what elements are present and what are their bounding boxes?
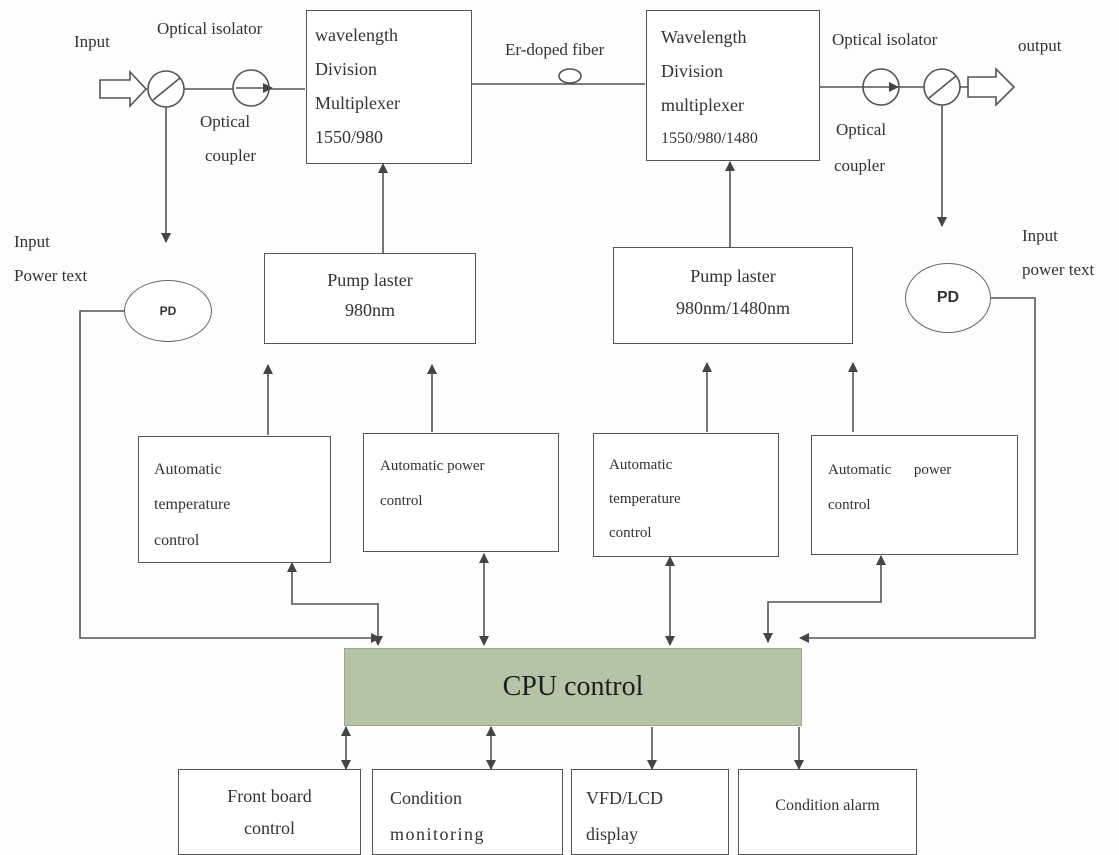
atc-right-line1: Automatic	[609, 457, 673, 473]
atc-right-line2: temperature	[609, 491, 681, 507]
atc-left-line1: Automatic	[154, 461, 222, 478]
front-board-line1: Front board	[227, 786, 312, 806]
atc-left-line3: control	[154, 532, 200, 549]
input-power-left-label-line1: Input	[14, 232, 50, 251]
input-power-right-label-line2: power text	[1022, 260, 1095, 279]
wdm-right-box: Wavelength Division multiplexer 1550/980…	[646, 10, 820, 161]
wdm-right-line3: multiplexer	[661, 95, 744, 115]
automatic-power-control-left-box: Automatic power control	[363, 433, 559, 552]
front-board-line2: control	[244, 818, 295, 838]
output-label: output	[1018, 36, 1062, 55]
optical-coupler-right-label-line1: Optical	[836, 120, 887, 139]
automatic-power-control-right-box: Automatic power control	[811, 435, 1018, 555]
wdm-left-line3: Multiplexer	[315, 93, 400, 113]
pump-laser-right-line1: Pump laster	[690, 266, 776, 286]
wdm-right-line2: Division	[661, 61, 724, 81]
cpu-control-box: CPU control	[344, 648, 802, 726]
pump-laser-right-box: Pump laster 980nm/1480nm	[613, 247, 853, 344]
er-doped-fiber-symbol	[558, 68, 582, 84]
input-arrow	[99, 69, 148, 109]
wdm-left-line4: 1550/980	[315, 127, 384, 147]
display-line1: VFD/LCD	[586, 788, 664, 808]
input-label: Input	[74, 32, 110, 51]
input-power-right-label-line1: Input	[1022, 226, 1058, 245]
optical-isolator-left-label: Optical isolator	[157, 19, 263, 38]
er-doped-fiber-label: Er-doped fiber	[505, 40, 605, 59]
wdm-right-line1: Wavelength	[661, 27, 747, 47]
condition-alarm-box: Condition alarm	[738, 769, 917, 855]
wdm-right-line4: 1550/980/1480	[661, 130, 758, 147]
pump-laser-left-box: Pump laster 980nm	[264, 253, 476, 344]
condition-monitoring-line1: Condition	[390, 788, 463, 808]
apc-right-line2: control	[828, 497, 871, 513]
wdm-left-line2: Division	[315, 59, 378, 79]
photodiode-left: PD	[124, 280, 212, 342]
apc-right-line1: Automatic power	[828, 462, 952, 478]
photodiode-right: PD	[905, 263, 991, 333]
wdm-left-line1: wavelength	[315, 25, 398, 45]
optical-coupler-left-label-line2: coupler	[205, 146, 256, 165]
apc-left-line2: control	[380, 493, 423, 509]
atc-right-line3: control	[609, 525, 652, 541]
display-line2: display	[586, 824, 638, 844]
optical-coupler-right-label-line2: coupler	[834, 156, 885, 175]
condition-alarm-label: Condition alarm	[775, 797, 880, 814]
wdm-left-box: wavelength Division Multiplexer 1550/980	[306, 10, 472, 164]
output-arrow	[967, 67, 1016, 107]
vfd-lcd-display-box: VFD/LCD display	[571, 769, 729, 855]
input-power-left-label-line2: Power text	[14, 266, 88, 285]
pump-laser-left-line2: 980nm	[344, 300, 395, 320]
optical-coupler-left-label-line1: Optical	[200, 112, 251, 131]
apc-left-line1: Automatic power	[380, 458, 485, 474]
optical-isolator-right-label: Optical isolator	[832, 30, 938, 49]
front-board-control-box: Front board control	[178, 769, 361, 855]
condition-monitoring-box: Condition monitoring	[372, 769, 563, 855]
automatic-temperature-control-left-box: Automatic temperature control	[138, 436, 331, 563]
condition-monitoring-line2: monitoring	[390, 824, 485, 844]
automatic-temperature-control-right-box: Automatic temperature control	[593, 433, 779, 557]
pump-laser-left-line1: Pump laster	[327, 270, 413, 290]
pump-laser-right-line2: 980nm/1480nm	[675, 298, 790, 318]
atc-left-line2: temperature	[154, 496, 231, 513]
